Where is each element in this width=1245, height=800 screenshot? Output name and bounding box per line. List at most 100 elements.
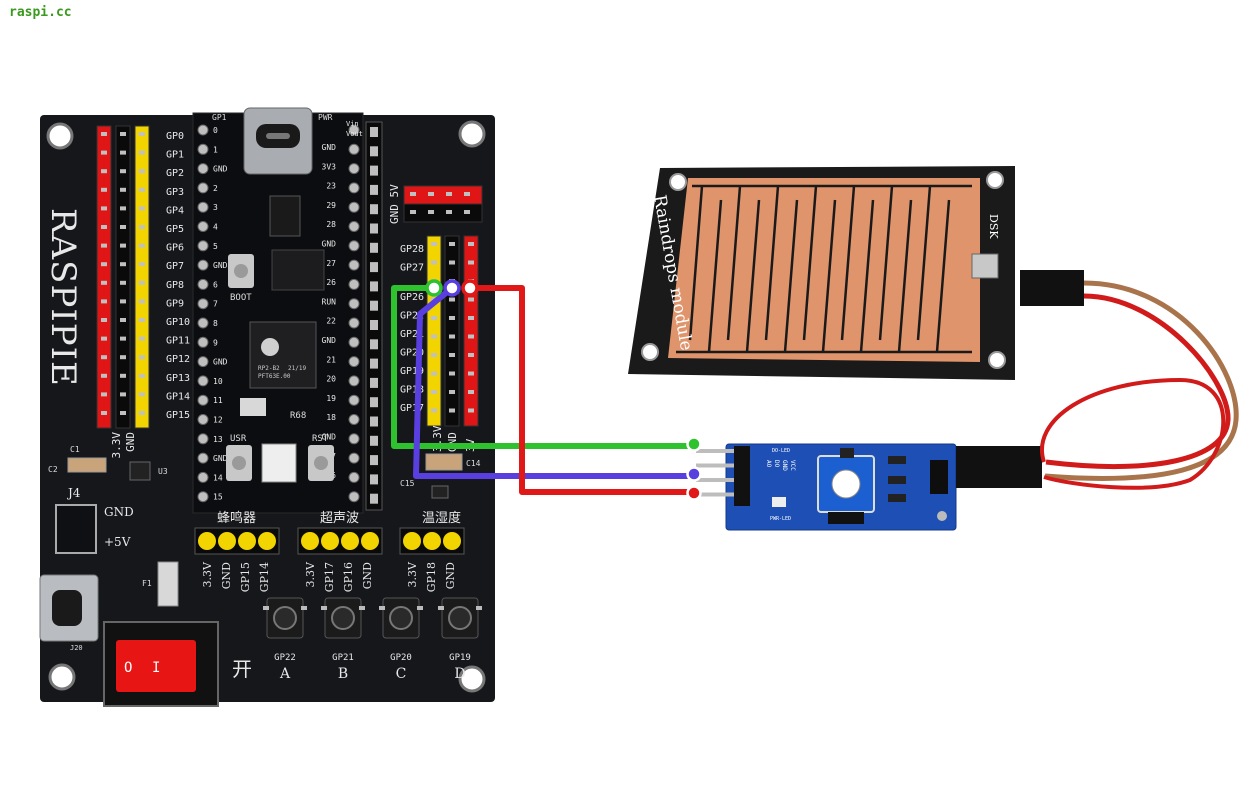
pico-pin-left xyxy=(197,221,209,232)
header-pin xyxy=(431,390,437,394)
pico-right-num: GND xyxy=(322,433,337,442)
header-pin xyxy=(464,210,470,214)
pico-left-num: 7 xyxy=(213,300,218,309)
right-pin-label: GP21 xyxy=(400,329,424,340)
left-pin-label: GP2 xyxy=(166,168,184,179)
header-pin-label: GND xyxy=(444,562,457,589)
left-pin-label: GP6 xyxy=(166,243,184,254)
j20-label: J20 xyxy=(70,644,83,652)
pico-right-num: 22 xyxy=(326,317,336,326)
pico-pin-left xyxy=(197,471,209,483)
usb-c-tongue xyxy=(266,133,290,139)
header-pin xyxy=(428,192,434,196)
j4-connector xyxy=(55,504,97,554)
header-pin xyxy=(120,132,126,136)
flash-chip xyxy=(271,249,325,291)
left-header-label-3v3: 3.3V xyxy=(110,432,123,459)
gnd-label: GND xyxy=(104,505,134,519)
bottom-header-pin xyxy=(341,532,359,550)
u2-chip xyxy=(431,485,449,499)
header-pin xyxy=(464,192,470,196)
trace-finger xyxy=(878,185,894,341)
pico-pin-left xyxy=(197,163,209,175)
usr-label: USR xyxy=(230,434,247,444)
pico-right-num: 28 xyxy=(326,220,336,229)
pico-left-num: 12 xyxy=(213,416,223,425)
pico-outer-pin xyxy=(370,300,378,311)
header-pin xyxy=(468,334,474,339)
pico-right-num: 18 xyxy=(326,413,336,422)
pico-right-num: 23 xyxy=(326,182,336,191)
module-led xyxy=(772,497,786,507)
pico-pin-left xyxy=(197,356,209,368)
header-pin xyxy=(139,299,145,304)
mount-hole xyxy=(48,663,76,691)
signal-module: AO DO GND VCC DO-LED PWR-LED xyxy=(696,443,1042,531)
right-pin-label: GP18 xyxy=(400,385,424,396)
header-pin xyxy=(139,355,145,360)
power-usb-c-port xyxy=(52,590,82,626)
pico-pin-right xyxy=(348,221,360,232)
header-pin xyxy=(449,242,455,246)
pico-pin-right xyxy=(348,317,360,329)
key-cap xyxy=(331,606,355,630)
f1-label: F1 xyxy=(142,579,152,588)
key-cap xyxy=(273,606,297,630)
bottom-header-pin xyxy=(361,532,379,550)
header-pin xyxy=(431,334,437,339)
module-pin xyxy=(696,478,736,482)
wire-blue xyxy=(413,285,694,479)
header-pin xyxy=(431,242,437,246)
pico-pin-right xyxy=(348,433,360,445)
pico-right-num: GND xyxy=(322,143,337,152)
power-switch[interactable] xyxy=(116,640,196,692)
pico-left-num: GND xyxy=(213,165,228,174)
trace-finger xyxy=(707,199,723,353)
pico-left-num: 11 xyxy=(213,396,223,405)
header-pin xyxy=(101,299,107,304)
bottom-header-pin xyxy=(238,532,256,550)
capacitor-c14 xyxy=(425,453,463,471)
mount-hole xyxy=(46,122,74,150)
header-pin xyxy=(101,336,107,341)
header-pin-label: 3.3V xyxy=(406,561,419,587)
right-pin-header xyxy=(426,235,479,427)
pico-pin-left xyxy=(197,394,209,406)
header-pin xyxy=(120,187,126,192)
pico-outer-pin xyxy=(370,127,378,137)
header-pin xyxy=(468,297,474,302)
left-pin-header xyxy=(96,125,150,429)
header-pin xyxy=(139,280,145,285)
header-pin xyxy=(410,192,416,196)
pico-pin-right xyxy=(348,182,360,194)
pico-pin-right xyxy=(348,414,360,425)
pico-outer-pin xyxy=(370,223,378,234)
trace-finger xyxy=(916,185,932,341)
pico-left-num: 8 xyxy=(213,319,218,328)
header-pin xyxy=(446,192,452,196)
header-pin xyxy=(139,187,145,192)
pico-pin-left xyxy=(197,298,209,310)
header-pin xyxy=(101,411,107,415)
pico-right-num: 27 xyxy=(326,259,336,268)
pico-pin-left xyxy=(197,124,209,136)
potentiometer-knob-icon[interactable] xyxy=(831,469,861,499)
pico-pin-labels: 01GND2345GND6789GND10111213GND1415GND3V3… xyxy=(213,120,363,502)
header-pin xyxy=(449,390,455,394)
left-header-label-gnd: GND xyxy=(124,432,137,452)
switch-on-label: 开 xyxy=(232,657,252,681)
pico-right-num: GND xyxy=(322,336,337,345)
pico-outer-pin xyxy=(370,204,378,215)
c1-label: C1 xyxy=(70,445,80,454)
header-pin xyxy=(101,392,107,397)
sensor-hole xyxy=(988,351,1006,369)
header-title: 蜂鸣器 xyxy=(217,510,256,526)
pico-pin-left xyxy=(197,143,209,155)
usr-button-cap xyxy=(232,456,246,470)
module-dupont xyxy=(956,446,1042,488)
header-pin-label: GP16 xyxy=(342,562,355,592)
pico-outer-pin xyxy=(370,262,378,273)
pico-left-num: GND xyxy=(213,358,228,367)
header-pin xyxy=(139,373,145,378)
pico-left-num: 0 xyxy=(213,126,218,135)
